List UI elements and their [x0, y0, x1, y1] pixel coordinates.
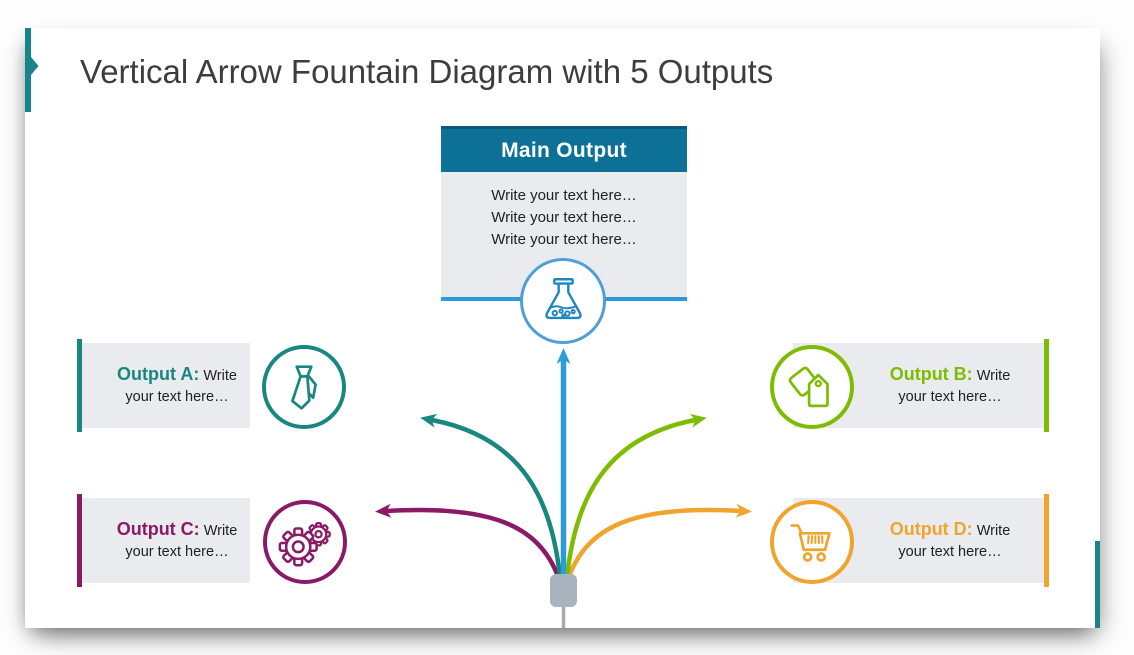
- output-b-text: Output B: Write your text here…: [875, 343, 1025, 428]
- arrow-to-output-a: [420, 413, 563, 580]
- large-gear: [278, 527, 318, 567]
- main-output-line: Write your text here…: [491, 231, 637, 248]
- output-d-text: Output D: Write your text here…: [875, 498, 1025, 583]
- fountain-nozzle: [550, 574, 577, 607]
- arrow-to-output-d: [565, 503, 752, 582]
- output-b-label: Output B:: [889, 363, 973, 384]
- output-a-label: Output A:: [117, 363, 200, 384]
- output-a-accent-bar: [77, 339, 82, 432]
- tags-icon: [788, 366, 829, 408]
- accent-bottom-right: [1095, 541, 1100, 628]
- main-output-header: Main Output: [441, 126, 687, 172]
- output-a-box: [82, 343, 250, 428]
- output-c-icon-circle: [263, 500, 347, 584]
- output-c-desc: Write your text here…: [125, 522, 238, 560]
- main-output-line: Write your text here…: [491, 187, 637, 204]
- main-output-icon-circle: [520, 258, 606, 344]
- output-d-accent-bar: [1044, 494, 1049, 587]
- arrow-to-output-b: [564, 413, 707, 580]
- output-b-accent-bar: [1044, 339, 1049, 432]
- output-b-icon-circle: [770, 345, 854, 429]
- output-d-desc: Write your text here…: [898, 522, 1011, 560]
- arrow-to-output-c: [375, 503, 562, 582]
- cart-icon: [790, 524, 831, 562]
- main-output-body: Write your text here… Write your text he…: [441, 172, 687, 251]
- accent-arrow-shape: [25, 28, 39, 112]
- slide: Vertical Arrow Fountain Diagram with 5 O…: [25, 28, 1100, 628]
- flask-icon: [545, 278, 582, 320]
- slide-title: Vertical Arrow Fountain Diagram with 5 O…: [80, 53, 774, 90]
- gears-icon: [278, 522, 331, 567]
- output-a-desc: Write your text here…: [125, 367, 237, 405]
- output-c-box: [82, 498, 250, 583]
- output-b-desc: Write your text here…: [898, 367, 1011, 405]
- output-d-icon-circle: [770, 500, 854, 584]
- output-a-icon-circle: [262, 345, 346, 429]
- output-a-text: Output A: Write your text here…: [102, 343, 252, 428]
- accent-top-left: [25, 28, 39, 112]
- output-d-label: Output D:: [889, 518, 973, 539]
- main-output-box: Main Output Write your text here… Write …: [441, 126, 687, 301]
- output-c-text: Output C: Write your text here…: [102, 498, 252, 583]
- output-c-accent-bar: [77, 494, 82, 587]
- tie-icon: [291, 365, 317, 410]
- output-c-label: Output C:: [116, 518, 200, 539]
- main-output-line: Write your text here…: [491, 209, 637, 226]
